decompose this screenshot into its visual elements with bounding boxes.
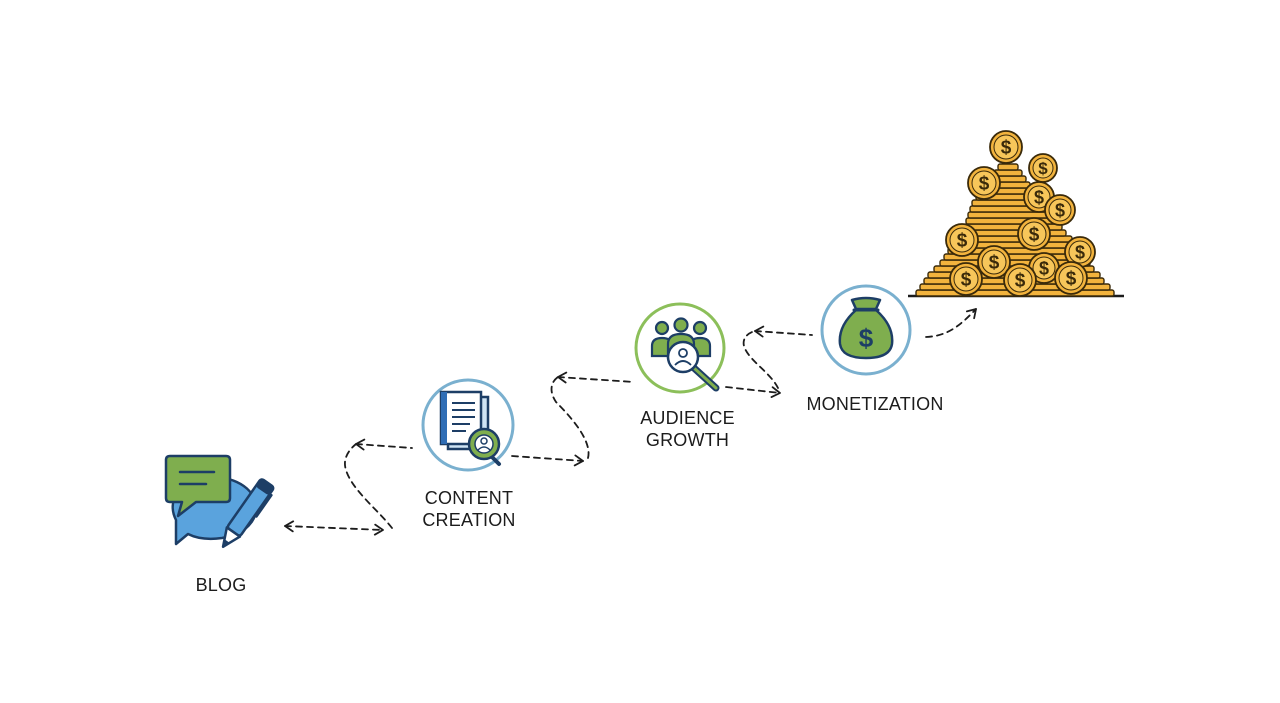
coin-dollar-sign: $: [1039, 258, 1049, 278]
coin: $: [989, 130, 1023, 164]
connector-monetization-revenue: [925, 308, 977, 338]
connector-audience-monetization: [725, 386, 781, 398]
coin-dollar-sign: $: [1066, 269, 1077, 290]
coin: $: [1064, 236, 1096, 268]
coin-stack-layer: [997, 163, 1019, 171]
coin: $: [1044, 194, 1076, 226]
coin: $: [1028, 252, 1060, 284]
coin: $: [977, 245, 1011, 279]
blog-chat-pen-icon: [164, 454, 275, 549]
connectors: [284, 308, 977, 536]
coin: $: [1003, 263, 1037, 297]
coin: $: [967, 166, 1001, 200]
coin-dollar-sign: $: [1055, 200, 1065, 220]
connector-blog-content: [284, 520, 384, 536]
coin-dollar-sign: $: [989, 253, 1000, 274]
bag-body: [838, 308, 894, 360]
label-monetization: MONETIZATION: [806, 394, 944, 414]
coin-pile-icon: $ $ $ $ $ $ $ $ $ $ $ $ $: [908, 130, 1124, 298]
coin-dollar-sign: $: [1034, 187, 1044, 207]
coin: $: [1028, 153, 1058, 183]
coin-dollar-sign: $: [1001, 138, 1012, 159]
coin-dollar-sign: $: [957, 231, 968, 252]
label-audience-growth: AUDIENCE GROWTH: [640, 408, 735, 450]
connector-monetization-zigzag: [742, 331, 813, 389]
money-bag-icon: $: [820, 284, 912, 376]
connector-content-zigzag: [344, 444, 413, 529]
audience-search-icon: [634, 302, 726, 394]
label-content-creation: CONTENT CREATION: [422, 488, 516, 530]
coin: $: [945, 223, 979, 257]
label-blog: BLOG: [195, 575, 247, 595]
document-search-icon: [421, 378, 515, 472]
connector-content-audience: [511, 454, 584, 467]
coin: $: [949, 262, 983, 296]
bag-dollar-sign: $: [859, 323, 874, 353]
pen-icon: [221, 478, 275, 549]
coin-dollar-sign: $: [979, 174, 990, 195]
coin: $: [1054, 261, 1088, 295]
coin-dollar-sign: $: [961, 270, 972, 291]
coin-dollar-sign: $: [1029, 225, 1040, 246]
connector-audience-zigzag: [552, 377, 635, 459]
coin-dollar-sign: $: [1038, 159, 1048, 178]
coin-dollar-sign: $: [1015, 271, 1026, 292]
coin-stack-layer: [967, 211, 1055, 219]
coin-dollar-sign: $: [1075, 242, 1085, 262]
coin: $: [1017, 217, 1051, 251]
